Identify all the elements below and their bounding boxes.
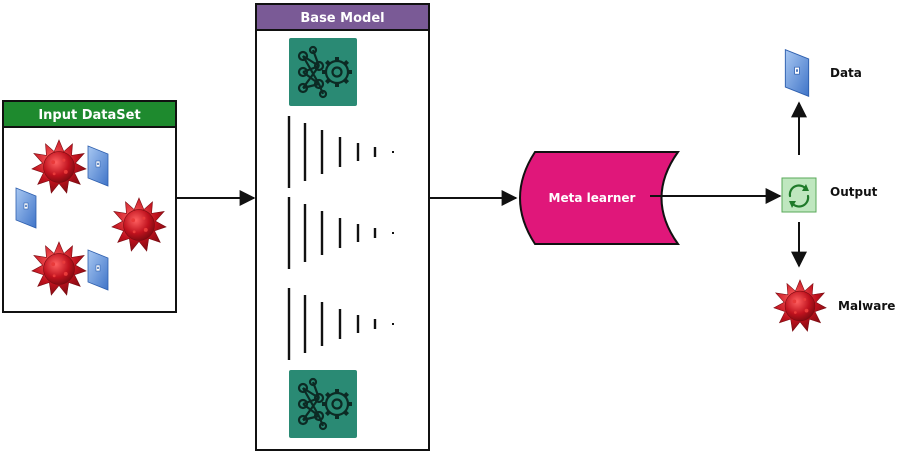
input-dataset-panel: Input DataSet (2, 100, 177, 313)
data-label: Data (830, 66, 862, 80)
base-model-title: Base Model (300, 11, 384, 26)
input-dataset-header (2, 100, 177, 128)
neural-network-gear-icon (289, 38, 357, 106)
model-ensemble-bars (287, 116, 394, 360)
document-icon (784, 49, 810, 97)
neural-network-gear-icon (289, 370, 357, 438)
meta-learner-node: Meta learner (519, 151, 680, 245)
input-dataset-title: Input DataSet (38, 108, 140, 123)
malware-node: Malware (773, 279, 895, 332)
virus-icon (773, 279, 827, 332)
meta-learner-label: Meta learner (549, 191, 636, 205)
data-node: Data (784, 49, 862, 97)
output-node: Output (781, 177, 878, 213)
base-model-header (255, 3, 430, 31)
base-model-panel: Base Model (255, 3, 430, 451)
malware-label: Malware (838, 299, 895, 313)
cycle-icon (788, 184, 810, 208)
output-label: Output (830, 185, 878, 199)
